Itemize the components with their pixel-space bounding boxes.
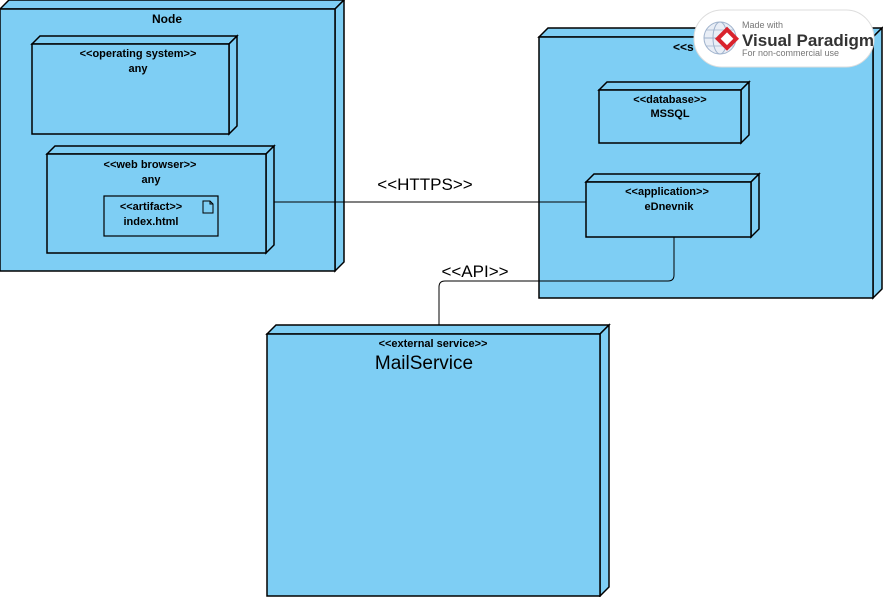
external-service-stereotype: <<external service>>	[379, 338, 488, 350]
database-node[interactable]: <<database>> MSSQL	[597, 80, 751, 145]
watermark-brand: Visual Paradigm	[742, 31, 874, 50]
browser-node-stereotype: <<web browser>>	[104, 159, 197, 171]
server-node[interactable]: <<s	[537, 26, 883, 300]
artifact-name: index.html	[123, 216, 178, 228]
external-service-node[interactable]: <<external service>> MailService	[265, 323, 611, 597]
database-node-name: MSSQL	[650, 108, 689, 120]
browser-node-name: any	[142, 174, 162, 186]
https-connector-label: <<HTTPS>>	[377, 175, 473, 194]
https-connector[interactable]: <<HTTPS>>	[274, 175, 586, 203]
application-node[interactable]: <<application>> eDnevnik	[584, 172, 761, 239]
artifact-stereotype: <<artifact>>	[120, 201, 182, 213]
os-node-stereotype: <<operating system>>	[80, 48, 197, 60]
application-node-stereotype: <<application>>	[625, 186, 709, 198]
client-node-title: Node	[152, 12, 182, 26]
api-connector-label: <<API>>	[441, 262, 508, 281]
os-node[interactable]: <<operating system>> any	[30, 34, 239, 136]
visual-paradigm-watermark: Made with Visual Paradigm For non-commer…	[693, 9, 875, 68]
external-service-name: MailService	[375, 353, 473, 374]
database-node-stereotype: <<database>>	[633, 94, 706, 106]
application-node-name: eDnevnik	[645, 201, 695, 213]
document-icon	[202, 200, 214, 214]
watermark-made-with: Made with	[742, 20, 783, 30]
os-node-name: any	[129, 63, 149, 75]
api-connector[interactable]: <<API>>	[438, 237, 675, 325]
server-node-title: <<s	[673, 40, 694, 54]
globe-icon	[703, 21, 740, 55]
artifact-index-html[interactable]: <<artifact>> index.html	[103, 195, 219, 237]
watermark-note: For non-commercial use	[742, 48, 839, 58]
